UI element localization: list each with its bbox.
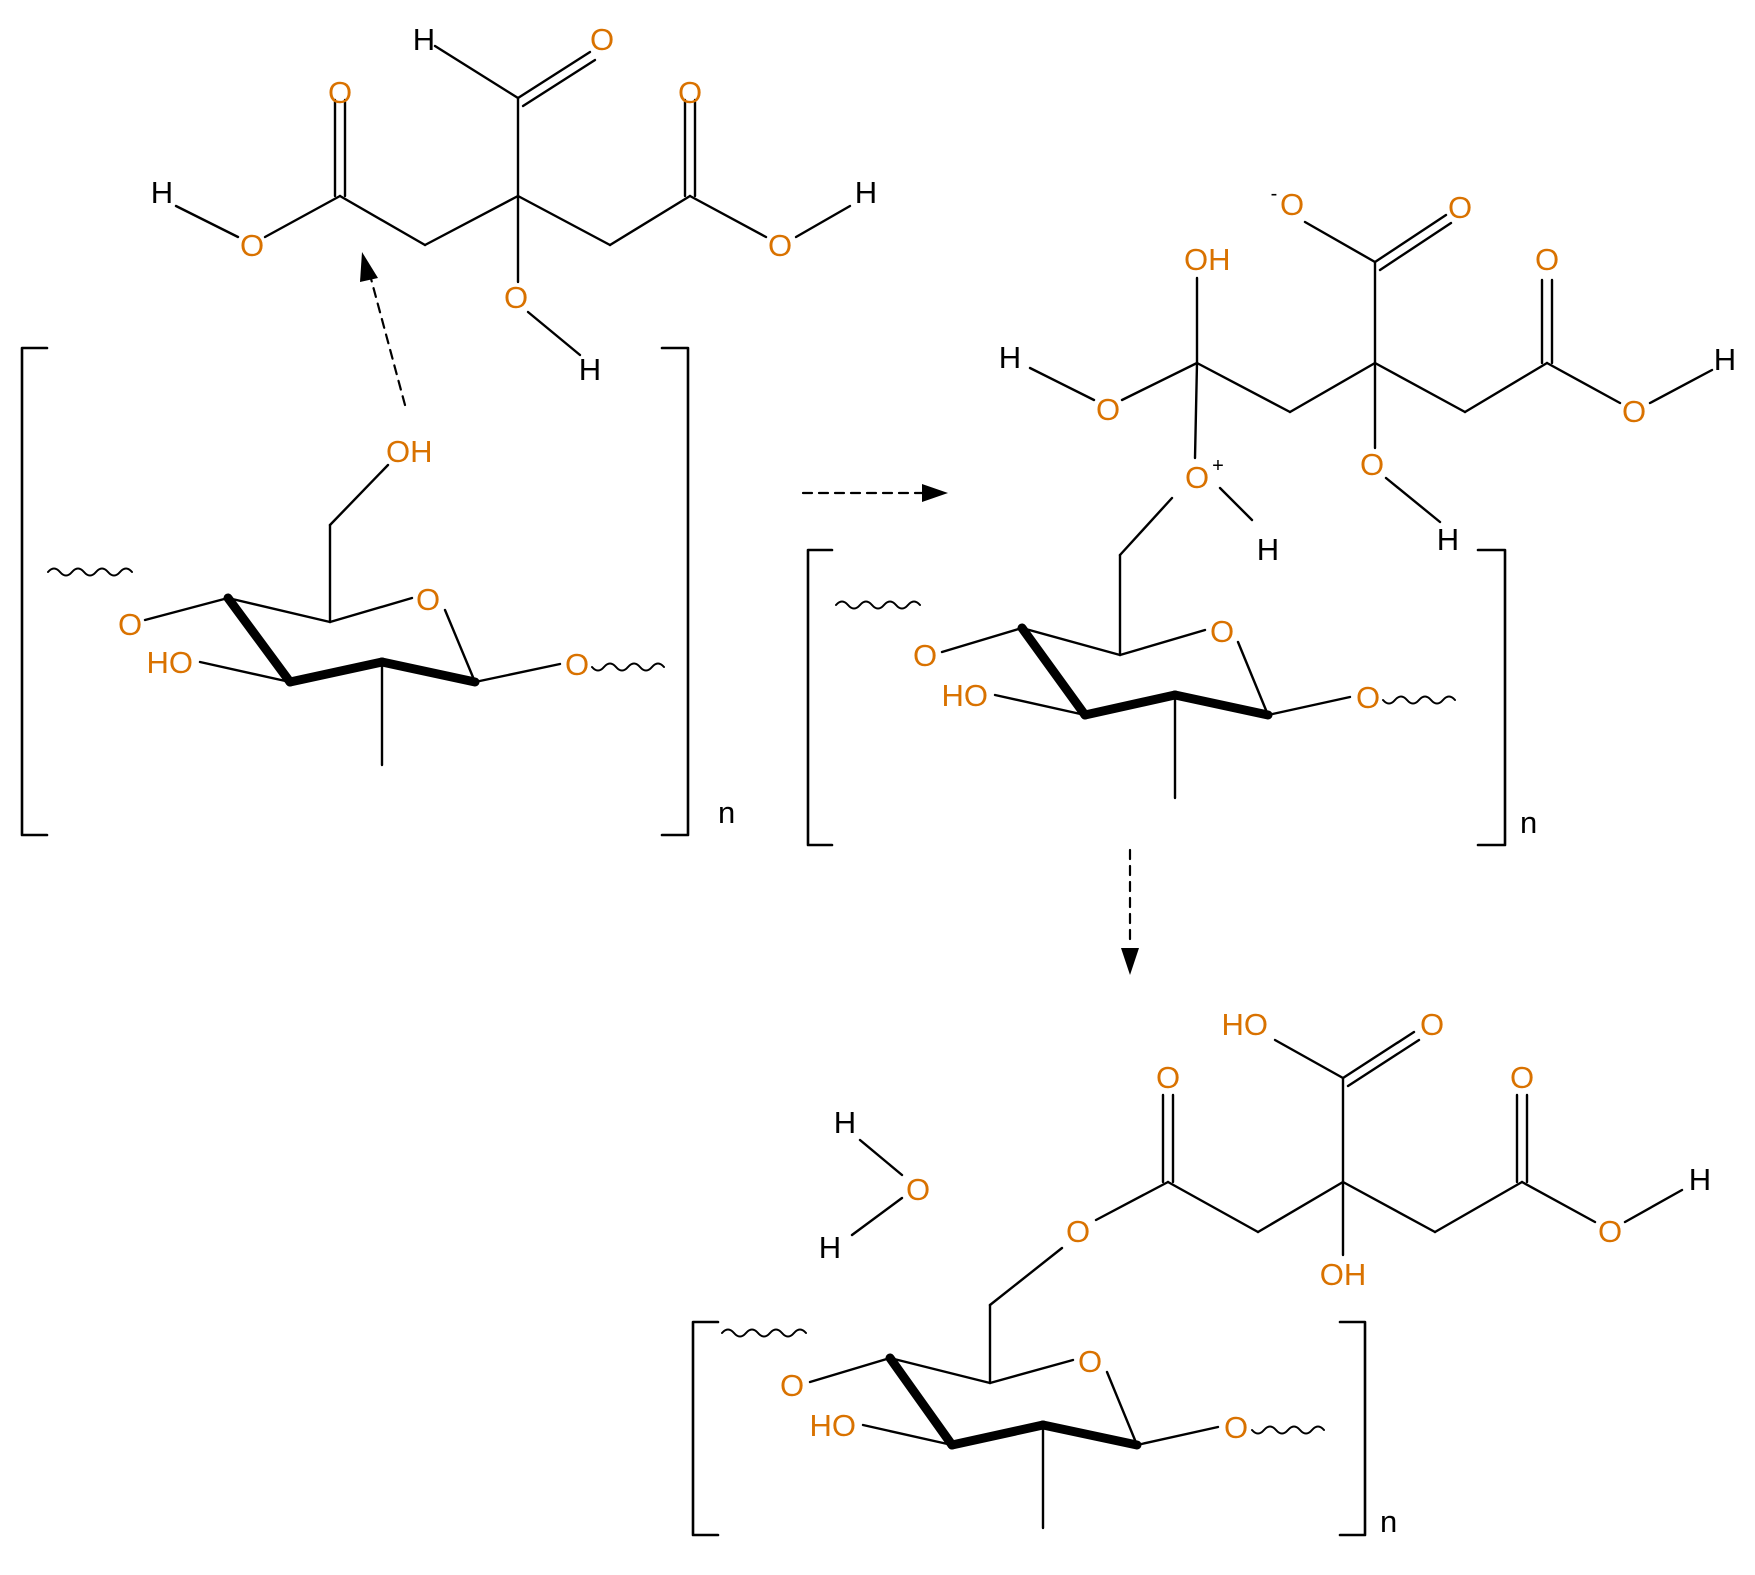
charge-plus: +: [1212, 455, 1224, 477]
bracket-right: [660, 346, 690, 837]
arrow-attack: [360, 252, 407, 407]
atom-o: O: [1356, 680, 1380, 715]
atom-o: O: [1535, 242, 1559, 277]
cellulose-unit-1: n O O O HO OH: [20, 346, 735, 837]
atom-h: H: [413, 22, 435, 57]
citric-acid-reagent: O O H O O H H O O H: [151, 22, 877, 387]
atom-o: O: [780, 1368, 804, 1403]
arrow-to-ester: [1121, 848, 1139, 975]
atom-o: O: [1066, 1214, 1090, 1249]
repeat-n: n: [1520, 805, 1537, 840]
atom-o: O: [768, 228, 792, 263]
atom-h: H: [819, 1230, 841, 1265]
bracket-left: [20, 346, 49, 837]
atom-o: O: [1510, 1060, 1534, 1095]
hydroxyl-oh: OH: [386, 434, 433, 469]
atom-h: H: [1437, 522, 1459, 557]
atom-o: O: [1420, 1007, 1444, 1042]
atom-o: OH: [1184, 242, 1231, 277]
hydroxyl-ho: HO: [942, 678, 989, 713]
atom-o: O: [1622, 394, 1646, 429]
atom-o: O: [1096, 392, 1120, 427]
atom-o: O: [1224, 1410, 1248, 1445]
atom-h: H: [1714, 342, 1736, 377]
atom-h: H: [855, 175, 877, 210]
atom-o: O: [913, 638, 937, 673]
atom-o-plus: O: [1185, 460, 1209, 495]
atom-o: O: [1210, 614, 1234, 649]
atom-h: H: [999, 340, 1021, 375]
tetrahedral-intermediate: OH H O O - O O O H O H O + H n O O O HO: [806, 183, 1736, 847]
cellulose-citrate-product: O O HO O O O H OH n O O O HO: [691, 1007, 1711, 1539]
atom-o: O: [504, 280, 528, 315]
hydroxyl-ho: HO: [147, 645, 194, 680]
repeat-n: n: [1380, 1504, 1397, 1539]
atom-o: O: [1280, 187, 1304, 222]
atom-o: O: [590, 22, 614, 57]
atom-o: O: [1448, 190, 1472, 225]
hydroxyl-ho: HO: [1222, 1007, 1269, 1042]
atom-o: O: [678, 75, 702, 110]
atom-h: H: [579, 352, 601, 387]
atom-o: O: [1360, 447, 1384, 482]
arrow-to-intermediate: [801, 484, 948, 502]
atom-o: O: [1156, 1060, 1180, 1095]
atom-o: O: [1078, 1344, 1102, 1379]
atom-h: H: [1257, 532, 1279, 567]
atom-o: O: [118, 607, 142, 642]
atom-h: H: [1689, 1162, 1711, 1197]
hydroxyl-ho: HO: [810, 1408, 857, 1443]
atom-o: O: [328, 75, 352, 110]
repeat-n: n: [718, 795, 735, 830]
bracket-right: [1476, 548, 1507, 847]
atom-h: H: [834, 1105, 856, 1140]
atom-o: O: [906, 1172, 930, 1207]
atom-o: O: [416, 582, 440, 617]
charge-minus: -: [1271, 183, 1278, 205]
bracket-left: [806, 548, 834, 847]
bracket-left: [691, 1320, 720, 1537]
water-molecule: H O H: [819, 1105, 930, 1265]
bracket-right: [1338, 1320, 1367, 1537]
hydroxyl-oh: OH: [1320, 1257, 1367, 1292]
atom-o: O: [240, 228, 264, 263]
atom-o: O: [1598, 1214, 1622, 1249]
atom-h: H: [151, 175, 173, 210]
atom-o: O: [565, 647, 589, 682]
